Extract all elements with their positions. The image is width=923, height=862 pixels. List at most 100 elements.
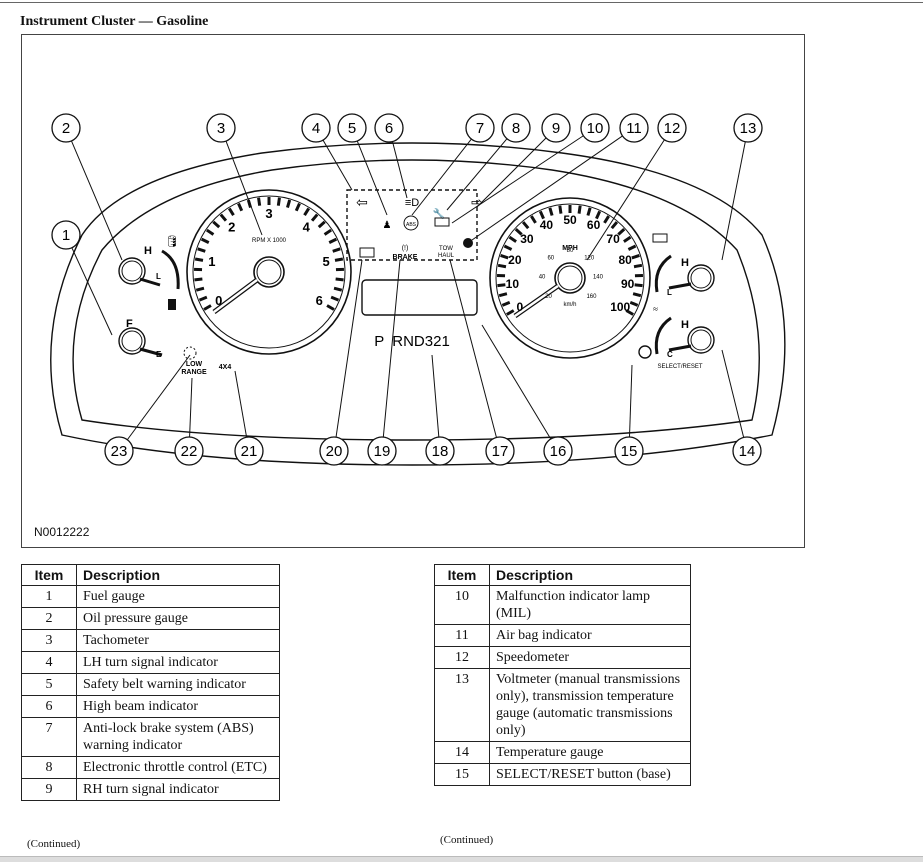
haul-label: HAUL xyxy=(438,253,455,259)
gauge-tick xyxy=(501,255,509,257)
callout-number: 8 xyxy=(512,120,520,137)
gauge-tick xyxy=(296,203,299,210)
callout-leader xyxy=(412,139,471,215)
brake-symbol: (!) xyxy=(402,245,409,252)
gauge-tick xyxy=(207,230,214,234)
gauge-tick xyxy=(194,279,202,280)
safety-belt-icon: ♟ xyxy=(383,220,392,231)
gauge-tick xyxy=(612,222,617,228)
callout-number: 17 xyxy=(492,443,509,460)
gauge-tick xyxy=(334,288,342,290)
prndl-indicator: P RND321 xyxy=(374,333,450,350)
item-description: Malfunction indicator lamp (MIL) xyxy=(490,586,691,625)
gauge-tick xyxy=(213,222,219,227)
gauge-label: 2 xyxy=(228,220,235,235)
item-number: 1 xyxy=(22,586,77,608)
fuel-empty-label: E xyxy=(156,350,162,359)
callout-number: 2 xyxy=(62,120,70,137)
cluster-bezel xyxy=(51,143,785,465)
gauge-tick xyxy=(238,203,241,210)
continued-note-left: (Continued) xyxy=(27,838,80,850)
four-wheel-drive-icon xyxy=(184,347,196,359)
header-description: Description xyxy=(77,565,280,586)
callout-number: 20 xyxy=(326,443,343,460)
gauge-tick xyxy=(502,302,509,305)
callout-leader xyxy=(450,260,496,437)
tow-label: TOW xyxy=(439,246,453,252)
gauge-tick xyxy=(325,230,332,234)
gauge-label: 90 xyxy=(621,277,635,291)
oil-can-icon: 🛢 xyxy=(165,235,179,248)
gauge-tick xyxy=(331,297,338,300)
tach-unit: RPM X 1000 xyxy=(252,238,287,244)
callout-number: 14 xyxy=(739,443,756,460)
select-reset-label: SELECT/RESET xyxy=(657,364,702,370)
item-number: 3 xyxy=(22,630,77,652)
callout-leader xyxy=(477,138,546,207)
callout-number: 4 xyxy=(312,120,320,137)
gauge-tick xyxy=(305,208,309,215)
lh-turn-arrow-icon: ⇦ xyxy=(356,194,368,210)
item-description: LH turn signal indicator xyxy=(77,652,280,674)
gauge-tick xyxy=(633,294,641,296)
gauge-tick xyxy=(632,255,640,257)
callout-leader xyxy=(432,355,439,437)
brake-label: BRAKE xyxy=(393,254,418,261)
airbag-icon xyxy=(463,238,473,248)
callout-number: 3 xyxy=(217,120,225,137)
temp-low-label: C xyxy=(667,350,673,359)
item-number: 15 xyxy=(435,764,490,786)
oil-pressure-gauge: H L 🛢 xyxy=(119,235,179,289)
callout-number: 7 xyxy=(476,120,484,137)
gauge-tick xyxy=(221,215,226,221)
gauge-label: 60 xyxy=(587,218,601,232)
item-description: Electronic throttle control (ETC) xyxy=(77,757,280,779)
battery-icon xyxy=(653,234,667,242)
gauge-tick xyxy=(504,246,511,250)
low-range-label-2: RANGE xyxy=(181,369,207,376)
gauge-tick xyxy=(588,208,590,216)
fuel-full-label: F xyxy=(126,318,133,330)
callout-leader xyxy=(323,140,352,190)
kmh-label: 40 xyxy=(539,274,546,280)
temperature-gauge: H C ≈ xyxy=(653,304,714,359)
gauge-tick xyxy=(287,200,289,208)
kmh-label: 140 xyxy=(593,274,604,280)
gauge-tick xyxy=(204,306,211,310)
gauge-tick xyxy=(319,222,325,227)
header-item: Item xyxy=(22,565,77,586)
select-reset-button[interactable] xyxy=(639,346,651,358)
gauge-tick xyxy=(523,222,528,228)
gauge-label: 50 xyxy=(563,213,577,227)
gauge-label: 70 xyxy=(606,232,620,246)
item-number: 9 xyxy=(22,779,77,801)
callout-leader xyxy=(127,355,190,440)
item-number: 11 xyxy=(435,625,490,647)
top-rule xyxy=(0,2,923,3)
gauge-tick xyxy=(312,215,317,221)
figure-id: N0012222 xyxy=(34,525,89,539)
item-description: RH turn signal indicator xyxy=(77,779,280,801)
item-number: 13 xyxy=(435,669,490,742)
gauge-label: 0 xyxy=(516,300,523,314)
fuel-gauge: F E xyxy=(119,299,176,359)
gauge-tick xyxy=(634,265,642,266)
gauge-tick xyxy=(498,265,506,266)
gauge-label: 1 xyxy=(208,254,215,269)
gauge-label: 6 xyxy=(316,293,323,308)
bottom-bar xyxy=(0,856,923,862)
callout-number: 11 xyxy=(626,120,642,137)
gauge-tick xyxy=(327,306,334,310)
item-description: Air bag indicator xyxy=(490,625,691,647)
high-beam-icon: ≡D xyxy=(405,197,419,209)
